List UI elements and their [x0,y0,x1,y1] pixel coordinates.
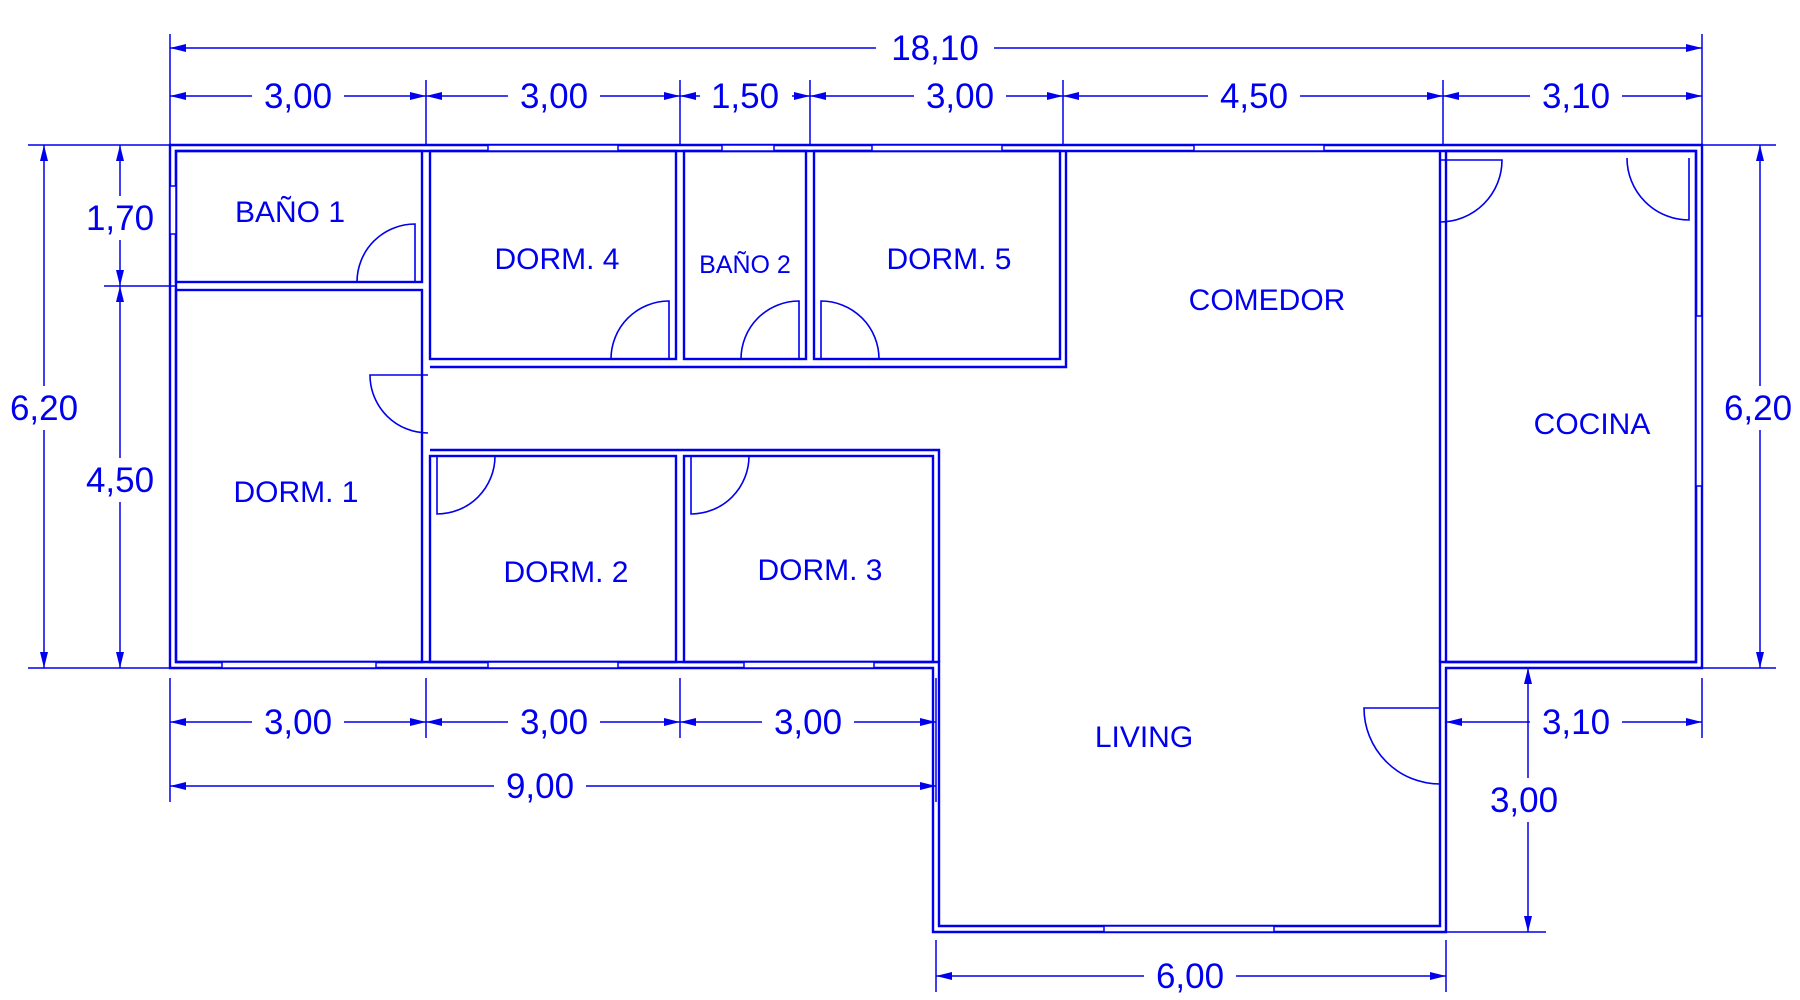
dimension-arrows [40,44,1764,980]
arrow [170,718,186,726]
arrow [1686,44,1702,52]
arrow [1686,92,1702,100]
arrow [1446,718,1462,726]
arrow [664,92,680,100]
door-bano-1 [356,223,416,283]
window [743,661,875,669]
room-label-comedor: COMEDOR [1189,284,1346,317]
dim-right-total: 6,20 [1724,389,1792,428]
arrow [170,92,186,100]
arrow [680,718,696,726]
dim-top-seg-6: 3,10 [1542,77,1610,116]
door-dorm-3 [690,455,750,515]
dim-top-total: 18,10 [891,29,979,68]
arrow [794,92,810,100]
dim-left-seg-2: 4,50 [86,461,154,500]
arrow [810,92,826,100]
room-label-dorm-4: DORM. 4 [494,243,619,276]
dim-bottom-seg-1: 3,00 [264,703,332,742]
room-label-dorm-2: DORM. 2 [503,556,628,589]
dim-top-seg-2: 3,00 [520,77,588,116]
door-dorm-5 [820,300,880,360]
door-cocina-left [1439,159,1503,223]
arrow [1443,92,1459,100]
arrow [1427,92,1443,100]
dim-left-seg-1: 1,70 [86,199,154,238]
dim-top-seg-5: 4,50 [1220,77,1288,116]
arrow [170,44,186,52]
window [1193,144,1325,152]
window [487,661,619,669]
arrow [410,92,426,100]
doors [356,157,1690,785]
arrow [116,270,124,286]
window [487,144,619,152]
dim-top-seg-4: 3,00 [926,77,994,116]
wall-hall-top [430,151,1068,369]
window [221,661,377,669]
arrow [426,718,442,726]
dim-living-extension-depth: 3,00 [1490,781,1558,820]
room-labels: BAÑO 1 DORM. 4 BAÑO 2 DORM. 5 COMEDOR DO… [233,195,1650,754]
arrow [680,92,696,100]
arrow [1047,92,1063,100]
dim-left-total: 6,20 [10,389,78,428]
arrow [40,652,48,668]
dimension-lines [28,34,1776,992]
wall-cocina [1444,149,1698,664]
arrow [170,782,186,790]
arrow [1686,718,1702,726]
dim-bottom-seg-2: 3,00 [520,703,588,742]
room-label-dorm-5: DORM. 5 [886,243,1011,276]
dim-kitchen-bottom-width: 3,10 [1542,703,1610,742]
arrow [116,286,124,302]
dim-bottom-total-left: 9,00 [506,767,574,806]
arrow [1756,145,1764,161]
room-label-dorm-3: DORM. 3 [757,554,882,587]
dim-bottom-seg-3: 3,00 [774,703,842,742]
window [721,144,775,152]
window [1103,925,1275,933]
room-label-bano-2: BAÑO 2 [699,250,791,279]
arrow [920,718,936,726]
window [871,144,1003,152]
arrow [1756,652,1764,668]
arrow [664,718,680,726]
window [1695,315,1703,487]
arrow [1430,972,1446,980]
arrow [116,652,124,668]
arrow [1524,668,1532,684]
door-cocina-exterior [1626,157,1690,221]
door-dorm-4 [610,300,670,360]
windows [169,144,1703,933]
door-dorm-2 [436,455,496,515]
arrow [1524,916,1532,932]
wall-hall-bottom [430,448,941,662]
dim-top-seg-1: 3,00 [264,77,332,116]
door-dorm-1 [369,374,429,434]
dimension-labels: 18,10 3,00 3,00 1,50 3,00 4,50 3,10 6,20… [2,26,1800,996]
arrow [426,92,442,100]
dim-top-seg-3: 1,50 [711,77,779,116]
arrow [410,718,426,726]
arrow [1063,92,1079,100]
window [169,185,177,235]
door-bano-2 [740,300,800,360]
dim-living-width: 6,00 [1156,957,1224,996]
room-label-bano-1: BAÑO 1 [235,195,345,229]
room-label-cocina: COCINA [1534,408,1651,441]
arrow [920,782,936,790]
arrow [116,145,124,161]
room-label-dorm-1: DORM. 1 [233,476,358,509]
room-label-living: LIVING [1095,721,1193,754]
arrow [936,972,952,980]
arrow [40,145,48,161]
door-living-exterior [1363,707,1441,785]
